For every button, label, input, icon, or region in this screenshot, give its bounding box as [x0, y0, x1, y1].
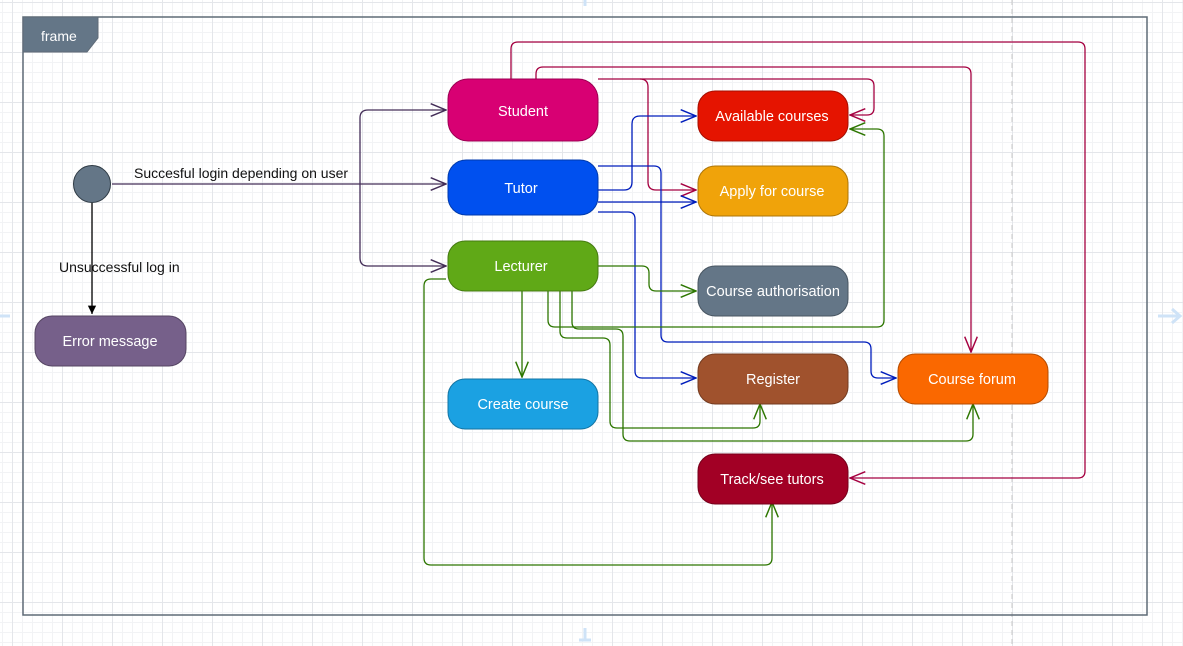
edge-student-to-forum [535, 66, 971, 352]
edge-lecturer-to-register [559, 291, 760, 429]
edge-lecturer-to-track [423, 278, 772, 566]
state-error-message-label: Error message [62, 334, 157, 350]
state-apply-for-course-label: Apply for course [720, 184, 825, 200]
edge-student-to-track [510, 41, 1086, 478]
edge-start-to-student [359, 110, 446, 184]
state-available-courses-label: Available courses [715, 109, 828, 125]
initial-state[interactable] [73, 165, 111, 203]
state-course-forum[interactable]: Course forum [897, 353, 1049, 405]
state-student-label: Student [498, 104, 548, 120]
frame-border [22, 16, 1148, 616]
state-create-course-label: Create course [477, 397, 568, 413]
state-tutor[interactable]: Tutor [447, 159, 599, 216]
state-course-authorisation-label: Course authorisation [706, 284, 840, 300]
edge-lecturer-to-available [547, 129, 885, 328]
state-register[interactable]: Register [697, 353, 849, 405]
edge-tutor-to-available [598, 116, 696, 191]
state-student[interactable]: Student [447, 78, 599, 142]
frame-label-tab [22, 16, 99, 53]
guide-arrow-bottom-icon [579, 628, 591, 642]
frame-label: frame [41, 28, 77, 44]
state-course-forum-label: Course forum [928, 372, 1016, 388]
edge-lecturer-to-authorisation [598, 265, 696, 291]
edge-lecturer-to-forum [571, 291, 973, 442]
nodes: Student Tutor Lecturer Error message Ava… [34, 78, 1049, 505]
edge-start-to-lecturer [359, 184, 446, 266]
state-lecturer-label: Lecturer [494, 259, 547, 275]
edges [87, 41, 1086, 566]
state-available-courses[interactable]: Available courses [697, 90, 849, 142]
state-apply-for-course[interactable]: Apply for course [697, 165, 849, 217]
edge-student-to-apply [639, 78, 696, 190]
edge-tutor-to-forum [598, 165, 896, 378]
state-register-label: Register [746, 372, 800, 388]
state-track-see-tutors[interactable]: Track/see tutors [697, 453, 849, 505]
state-lecturer[interactable]: Lecturer [447, 240, 599, 292]
state-tutor-label: Tutor [504, 181, 537, 197]
state-course-authorisation[interactable]: Course authorisation [697, 265, 849, 317]
guide-arrow-right-icon [1158, 307, 1183, 325]
edge-label-login-fail: Unsuccessful log in [59, 259, 180, 275]
edge-tutor-to-register [598, 211, 696, 378]
edge-label-login-success: Succesful login depending on user [134, 165, 348, 181]
edge-student-to-available [598, 78, 875, 115]
state-error-message[interactable]: Error message [34, 315, 187, 367]
state-create-course[interactable]: Create course [447, 378, 599, 430]
state-track-see-tutors-label: Track/see tutors [720, 472, 823, 488]
